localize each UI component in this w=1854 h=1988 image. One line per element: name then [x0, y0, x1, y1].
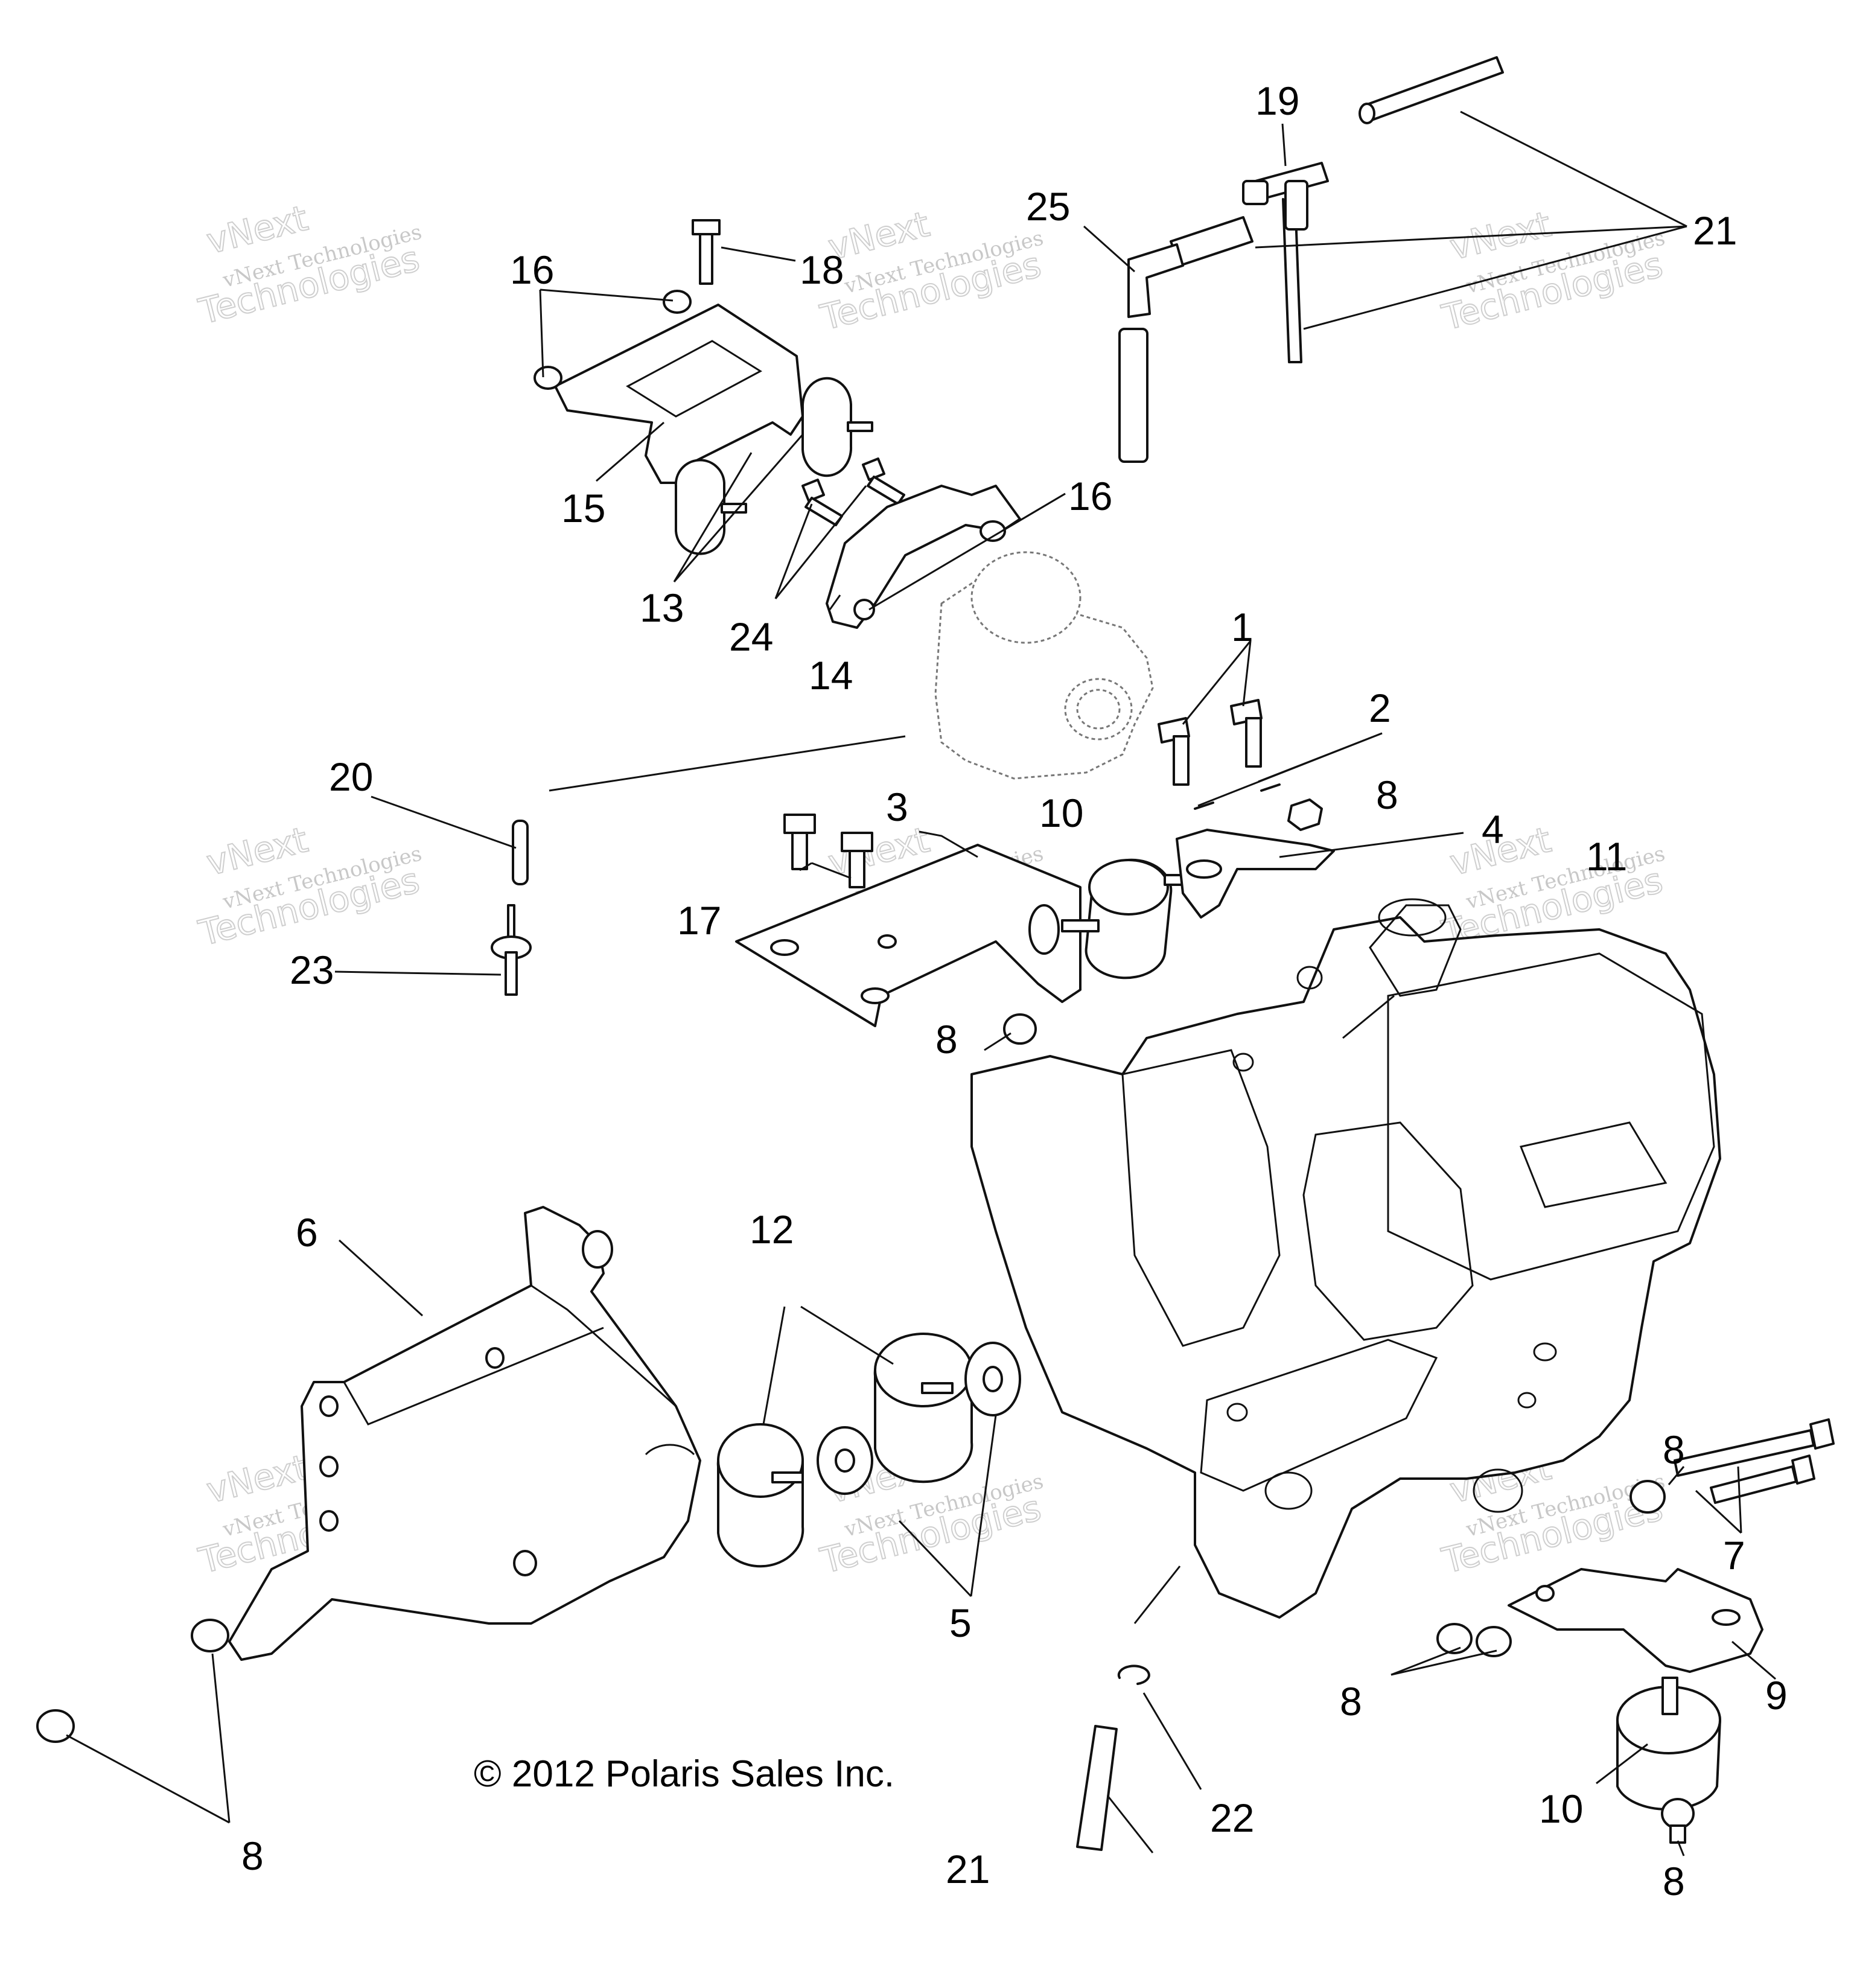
callout-10: 10	[1039, 791, 1083, 835]
callout-9: 9	[1765, 1673, 1788, 1718]
nut-8	[1003, 1013, 1037, 1045]
washers-5	[817, 1342, 1021, 1495]
callout-labels: 1 2 3 4 5 6 7 8 9 10 11 12 13 14 15 16 1…	[241, 78, 1788, 1904]
watermark: vNext vNext Technologies Technologies	[194, 197, 424, 333]
pin-20	[512, 820, 529, 885]
leader-lines	[66, 110, 1776, 1856]
callout-12: 12	[750, 1207, 794, 1252]
mounts-12	[716, 1333, 973, 1568]
callout-10b: 10	[1539, 1786, 1583, 1831]
bolts-17	[783, 814, 873, 888]
callout-8e: 8	[241, 1833, 264, 1878]
hose-21-lower	[1076, 1725, 1118, 1851]
mount-10-lower	[1616, 1677, 1721, 1844]
bracket-6	[228, 1206, 701, 1661]
callout-22: 22	[1210, 1795, 1254, 1840]
bolts-7	[1629, 1418, 1835, 1514]
callout-15: 15	[561, 486, 605, 530]
vent-hose-assembly	[1118, 56, 1504, 463]
bracket-3	[735, 844, 1082, 1027]
carb-bracket-14	[826, 485, 1021, 629]
callout-2: 2	[1369, 686, 1391, 730]
callout-7: 7	[1723, 1533, 1745, 1578]
callout-13: 13	[640, 585, 684, 630]
callout-3: 3	[886, 785, 908, 829]
callout-11: 11	[1586, 834, 1628, 879]
nut-8	[36, 1709, 75, 1743]
callout-24: 24	[729, 614, 773, 659]
callout-4: 4	[1482, 807, 1504, 852]
callout-25: 25	[1026, 184, 1070, 229]
callout-14: 14	[809, 653, 853, 698]
bracket-4-assembly	[1158, 699, 1335, 919]
callout-5: 5	[949, 1601, 972, 1645]
callout-8: 8	[1663, 1427, 1685, 1472]
callout-8c: 8	[1376, 773, 1398, 817]
callout-19: 19	[1255, 78, 1299, 123]
mount-10-upper	[1061, 858, 1193, 980]
callout-21: 21	[1693, 208, 1737, 253]
clamp-22	[1117, 1665, 1150, 1685]
nut-8	[191, 1619, 229, 1652]
carburetor	[934, 551, 1154, 780]
callout-1: 1	[1231, 605, 1254, 649]
copyright-notice: © 2012 Polaris Sales Inc.	[474, 1753, 894, 1795]
stud-23	[491, 904, 532, 996]
callout-16: 16	[510, 247, 554, 292]
callout-6: 6	[296, 1210, 318, 1255]
bracket-9	[1436, 1568, 1763, 1673]
callout-20: 20	[329, 754, 373, 799]
engine	[970, 898, 1721, 1619]
callout-8f: 8	[1663, 1859, 1685, 1904]
callout-16b: 16	[1068, 474, 1112, 518]
callout-8b: 8	[935, 1017, 958, 1062]
callout-18: 18	[800, 247, 844, 292]
callout-21b: 21	[946, 1847, 990, 1891]
callout-23: 23	[290, 948, 334, 992]
callout-17: 17	[677, 898, 721, 943]
callout-8d: 8	[1340, 1679, 1362, 1724]
watermark: vNext vNext Technologies Technologies	[194, 818, 424, 955]
upper-bracket-assembly	[534, 219, 873, 555]
